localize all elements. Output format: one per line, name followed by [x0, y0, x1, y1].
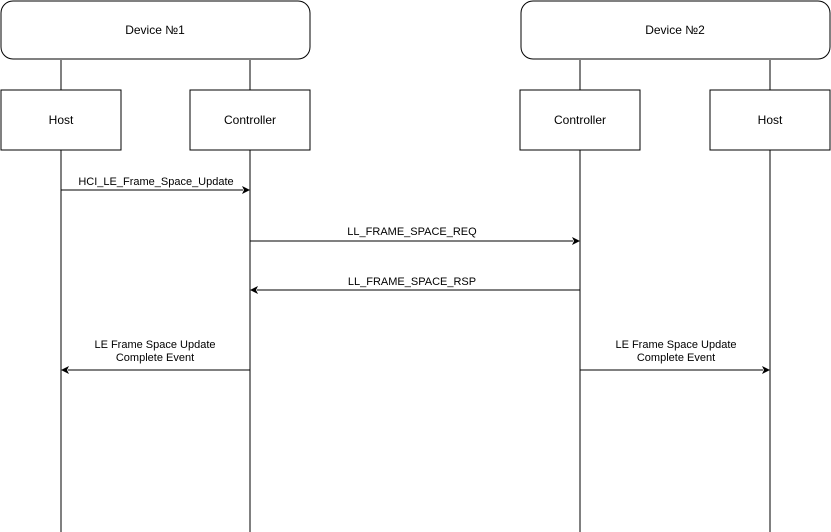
- participant-host-1: [0, 89, 122, 151]
- device-2-label: Device №2: [645, 23, 705, 37]
- participant-host-2: [709, 89, 831, 151]
- message-ll-frame-space-req-arrowhead: [572, 237, 580, 245]
- message-complete-event-2-arrowhead: [762, 366, 770, 374]
- message-complete-event-2-label: LE Frame Space Update: [615, 339, 736, 351]
- participant-host-2-label: Host: [758, 113, 783, 127]
- message-hci-frame-space-update-arrowhead: [242, 186, 250, 194]
- participant-host-1-label: Host: [49, 113, 74, 127]
- device-1-box: [0, 0, 311, 60]
- participant-controller-1: [189, 89, 311, 151]
- participant-controller-2-label: Controller: [554, 113, 606, 127]
- message-ll-frame-space-rsp-arrowhead: [250, 286, 258, 294]
- device-2-box: [520, 0, 831, 60]
- participant-controller-1-label: Controller: [224, 113, 276, 127]
- message-complete-event-2-label-line2: Complete Event: [637, 352, 715, 364]
- message-complete-event-1-label: LE Frame Space Update: [94, 339, 215, 351]
- message-hci-frame-space-update-label: HCI_LE_Frame_Space_Update: [78, 176, 233, 188]
- message-ll-frame-space-rsp-label: LL_FRAME_SPACE_RSP: [348, 276, 476, 288]
- message-ll-frame-space-req-label: LL_FRAME_SPACE_REQ: [347, 226, 477, 238]
- message-complete-event-1-arrowhead: [61, 366, 69, 374]
- device-1-label: Device №1: [125, 23, 185, 37]
- message-complete-event-1-label-line2: Complete Event: [116, 352, 194, 364]
